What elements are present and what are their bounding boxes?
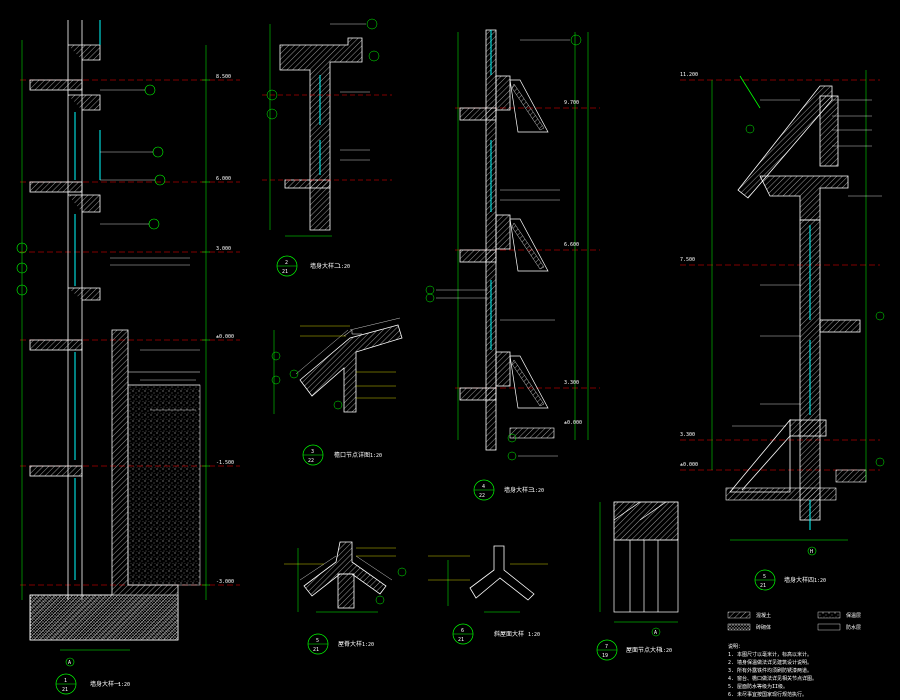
detail-title: 屋面节点大样 bbox=[626, 646, 662, 654]
detail-ref-top: 5 bbox=[316, 638, 319, 644]
detail-marker-5: 5 21 墙身大样四 1:20 H bbox=[754, 546, 826, 591]
level-label: -1.500 bbox=[216, 460, 234, 466]
level-labels-left: 8.500 6.000 3.000 ±0.000 -1.500 -3.000 bbox=[216, 74, 234, 585]
axis-label-left: A bbox=[68, 660, 71, 666]
detail-marker-2: 2 21 墙身大样二 1:20 bbox=[276, 255, 350, 277]
detail-ref-bottom: 21 bbox=[62, 687, 68, 693]
detail-marker-6: 5 21 屋脊大样 1:20 bbox=[307, 633, 374, 655]
note-line: 4. 窗台、檐口做法详见相关节点详图。 bbox=[728, 675, 817, 682]
detail-wall-section-4: 11.200 7.500 3.300 ±0.000 5 21 墙身大样四 1:2… bbox=[680, 70, 885, 591]
detail-ridge: 5 21 屋脊大样 1:20 bbox=[284, 541, 407, 655]
detail-title: 墙身大样三 bbox=[504, 486, 534, 494]
note-line: 5. 屋面防水等级为II级。 bbox=[728, 683, 788, 690]
detail-scale: 1:20 bbox=[362, 642, 374, 648]
level-label: 8.500 bbox=[216, 74, 231, 80]
detail-title: 斜屋面大样 bbox=[494, 630, 524, 638]
detail-marker-1: 1 21 墙身大样一 1:20 A bbox=[55, 657, 130, 695]
note-line: 3. 所有外露铁件均须刷防锈漆两道。 bbox=[728, 667, 812, 674]
detail-ref-top: 6 bbox=[461, 628, 464, 634]
detail-eave-node: 3 22 檐口节点详图 1:20 bbox=[271, 317, 403, 466]
level-label: 6.000 bbox=[216, 176, 231, 182]
detail-ref-top: 3 bbox=[311, 449, 314, 455]
general-notes: 说明： 1. 本图尺寸以毫米计，标高以米计。 2. 墙身保温做法详见建筑设计说明… bbox=[728, 643, 817, 698]
detail-wall-section-3: 9.700 6.600 3.300 ±0.000 4 22 墙身大样三 1:20 bbox=[425, 29, 600, 501]
legend-item: 防水层 bbox=[846, 624, 861, 631]
detail-scale: 1:20 bbox=[118, 682, 130, 688]
level-labels-middle: 9.700 6.600 3.300 ±0.000 bbox=[564, 100, 582, 426]
note-line: 6. 未尽事宜按国家现行规范执行。 bbox=[728, 691, 807, 698]
legend-item: 保温层 bbox=[846, 612, 861, 619]
detail-ref-bottom: 21 bbox=[760, 583, 766, 589]
level-label: 3.000 bbox=[216, 246, 231, 252]
detail-scale: 1:20 bbox=[814, 578, 826, 584]
detail-wall-section-1: 8.500 6.000 3.000 ±0.000 -1.500 -3.000 1… bbox=[16, 20, 240, 695]
level-label: 3.300 bbox=[564, 380, 579, 386]
axis-label-right: H bbox=[810, 549, 813, 555]
detail-marker-3: 3 22 檐口节点详图 1:20 bbox=[302, 444, 382, 466]
detail-title: 墙身大样一 bbox=[90, 680, 120, 688]
detail-title: 墙身大样二 bbox=[310, 262, 340, 270]
level-label: ±0.000 bbox=[680, 462, 698, 468]
level-label: ±0.000 bbox=[216, 334, 234, 340]
detail-ref-bottom: 19 bbox=[602, 653, 608, 659]
level-labels-right: 11.200 7.500 3.300 ±0.000 bbox=[680, 72, 698, 468]
detail-scale: 1:20 bbox=[370, 453, 382, 459]
detail-scale: 1:20 bbox=[528, 632, 540, 638]
level-label: ±0.000 bbox=[564, 420, 582, 426]
detail-ref-bottom: 22 bbox=[308, 458, 314, 464]
detail-scale: 1:20 bbox=[532, 488, 544, 494]
detail-ref-bottom: 21 bbox=[458, 637, 464, 643]
level-label: -3.000 bbox=[216, 579, 234, 585]
detail-ref-top: 1 bbox=[64, 678, 67, 684]
level-label: 3.300 bbox=[680, 432, 695, 438]
detail-scale: 1:20 bbox=[338, 264, 350, 270]
material-legend: 混凝土 砖砌体 保温层 防水层 bbox=[727, 611, 861, 631]
detail-ref-top: 4 bbox=[482, 484, 485, 490]
detail-title: 屋脊大样 bbox=[338, 640, 362, 648]
note-line: 说明： bbox=[728, 643, 743, 650]
detail-ref-top: 5 bbox=[763, 574, 766, 580]
detail-ref-bottom: 21 bbox=[282, 269, 288, 275]
detail-marker-7: 6 21 斜屋面大样 1:20 bbox=[452, 623, 540, 645]
detail-ref-bottom: 21 bbox=[313, 647, 319, 653]
detail-wall-section-2: 2 21 墙身大样二 1:20 bbox=[262, 18, 392, 277]
note-line: 2. 墙身保温做法详见建筑设计说明。 bbox=[728, 659, 812, 666]
detail-title: 墙身大样四 bbox=[784, 576, 814, 584]
legend-item: 砖砌体 bbox=[756, 624, 771, 631]
detail-slope-roof: 6 21 斜屋面大样 1:20 bbox=[428, 545, 548, 645]
note-line: 1. 本图尺寸以毫米计，标高以米计。 bbox=[728, 651, 812, 658]
detail-ref-top: 2 bbox=[285, 260, 288, 266]
detail-title: 檐口节点详图 bbox=[334, 451, 370, 459]
axis-label-mid: A bbox=[654, 630, 657, 636]
level-label: 9.700 bbox=[564, 100, 579, 106]
detail-roof-node: 7 19 屋面节点大样 1:20 A bbox=[596, 501, 679, 661]
level-label: 6.600 bbox=[564, 242, 579, 248]
level-label: 11.200 bbox=[680, 72, 698, 78]
level-label: 7.500 bbox=[680, 257, 695, 263]
detail-marker-4: 4 22 墙身大样三 1:20 bbox=[473, 479, 544, 501]
detail-scale: 1:20 bbox=[660, 648, 672, 654]
detail-ref-bottom: 22 bbox=[479, 493, 485, 499]
detail-ref-top: 7 bbox=[605, 644, 608, 650]
detail-marker-8: 7 19 屋面节点大样 1:20 A bbox=[596, 630, 672, 661]
legend-item: 混凝土 bbox=[756, 612, 771, 619]
